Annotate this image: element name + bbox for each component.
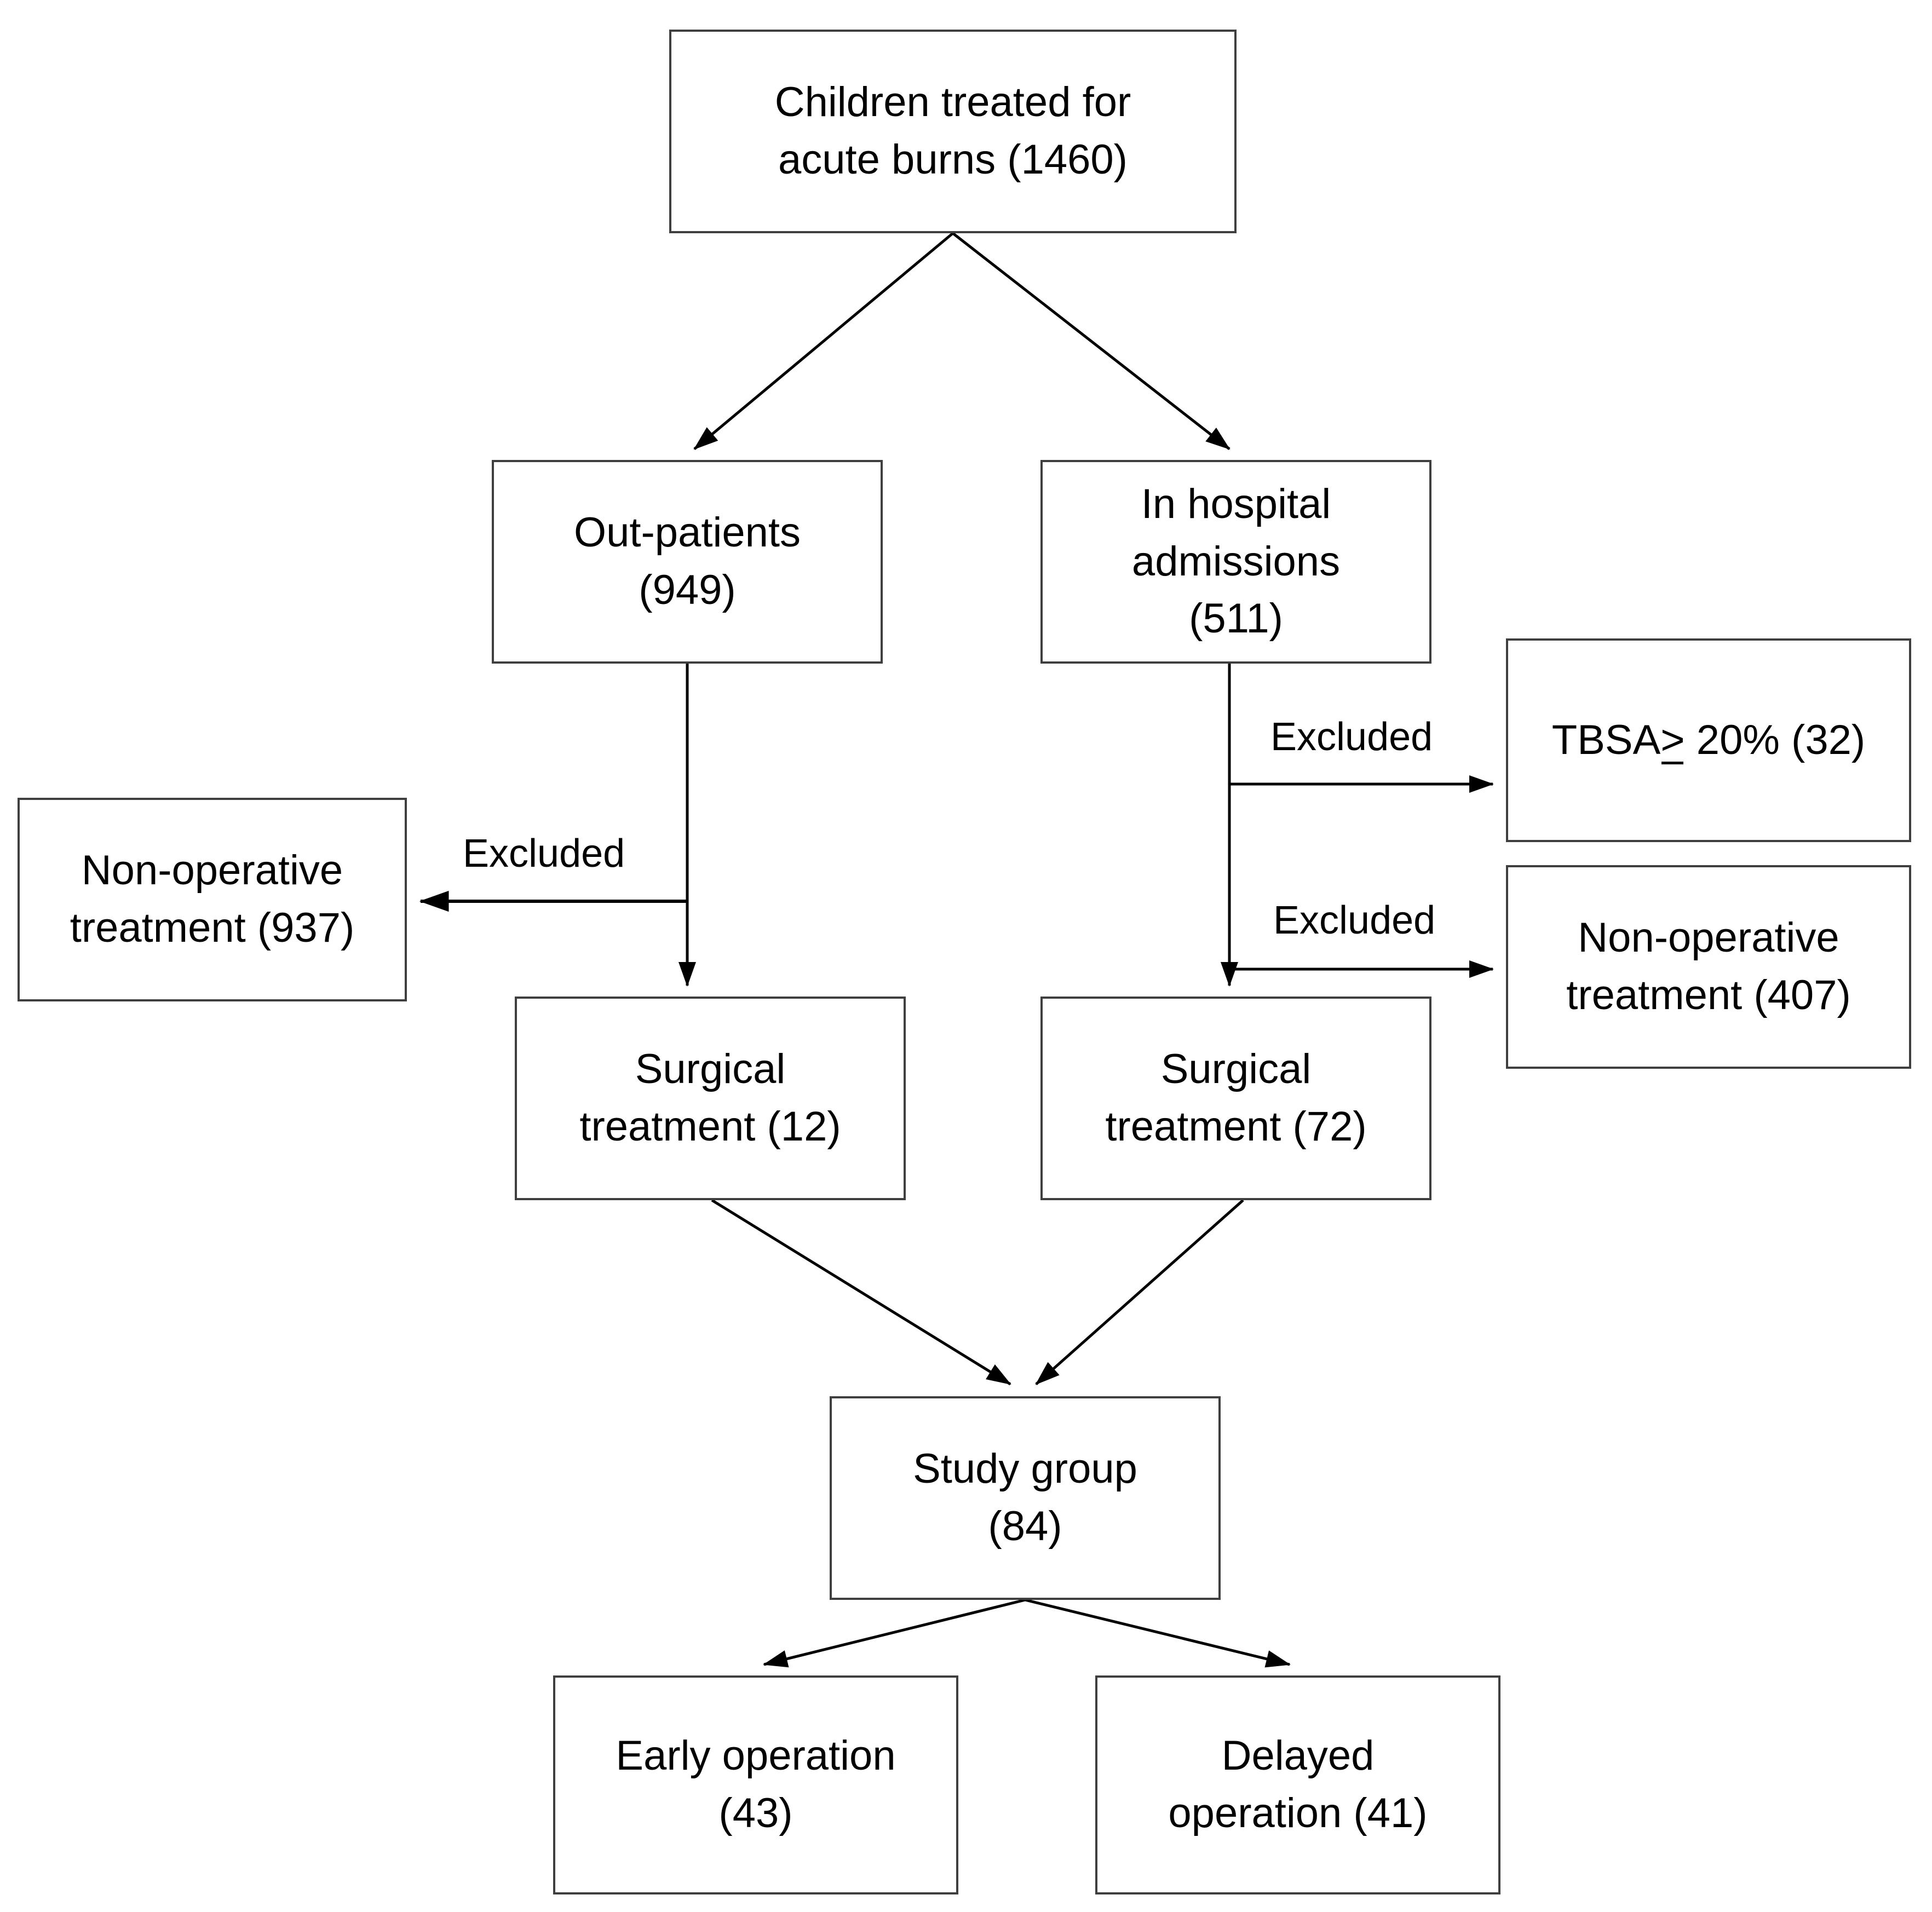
edge-label-excluded-tbsa: Excluded xyxy=(1270,715,1433,759)
edge-label-excluded-nonoperative-937: Excluded xyxy=(463,832,625,876)
node-label: Non-operative treatment (937) xyxy=(70,847,355,951)
node-label: Early operation (43) xyxy=(616,1732,896,1836)
edge-children-to-inhospital xyxy=(952,232,1231,450)
node-label: Surgical treatment (12) xyxy=(579,1046,841,1150)
greater-or-equal-symbol: > xyxy=(1660,712,1685,769)
node-tbsa-excluded[interactable]: TBSA> 20% (32) xyxy=(1506,638,1911,842)
node-early-operation[interactable]: Early operation (43) xyxy=(553,1675,958,1894)
edge-label-excluded-nonoperative-407: Excluded xyxy=(1273,899,1436,942)
node-label: Out-patients (949) xyxy=(574,509,801,613)
node-label: Delayed operation (41) xyxy=(1168,1732,1428,1836)
edge-surgical72-to-studygroup xyxy=(1035,1199,1244,1385)
node-out-patients[interactable]: Out-patients (949) xyxy=(492,460,883,664)
node-in-hospital-admissions[interactable]: In hospital admissions (511) xyxy=(1040,460,1431,664)
edge-studygroup-to-earlyoperation xyxy=(763,1598,1026,1668)
node-surgical-treatment-12[interactable]: Surgical treatment (12) xyxy=(515,997,906,1200)
node-label: Non-operative treatment (407) xyxy=(1566,914,1851,1018)
node-non-operative-937[interactable]: Non-operative treatment (937) xyxy=(18,798,407,1001)
tbsa-label-suffix: 20% (32) xyxy=(1684,716,1866,763)
node-study-group[interactable]: Study group (84) xyxy=(830,1396,1221,1600)
node-surgical-treatment-72[interactable]: Surgical treatment (72) xyxy=(1040,997,1431,1200)
node-label: Study group (84) xyxy=(913,1445,1137,1550)
edge-surgical12-to-studygroup xyxy=(711,1199,1011,1386)
node-label: Children treated for acute burns (1460) xyxy=(774,79,1131,183)
edge-children-to-outpatients xyxy=(693,232,954,450)
node-delayed-operation[interactable]: Delayed operation (41) xyxy=(1095,1675,1500,1894)
edge-studygroup-to-delayedoperation xyxy=(1025,1598,1291,1668)
node-non-operative-407[interactable]: Non-operative treatment (407) xyxy=(1506,865,1911,1069)
node-label: TBSA> 20% (32) xyxy=(1544,712,1873,769)
node-label: Surgical treatment (72) xyxy=(1105,1046,1367,1150)
node-children-treated[interactable]: Children treated for acute burns (1460) xyxy=(669,30,1237,233)
node-label: In hospital admissions (511) xyxy=(1131,480,1341,642)
tbsa-label-prefix: TBSA xyxy=(1551,716,1661,763)
